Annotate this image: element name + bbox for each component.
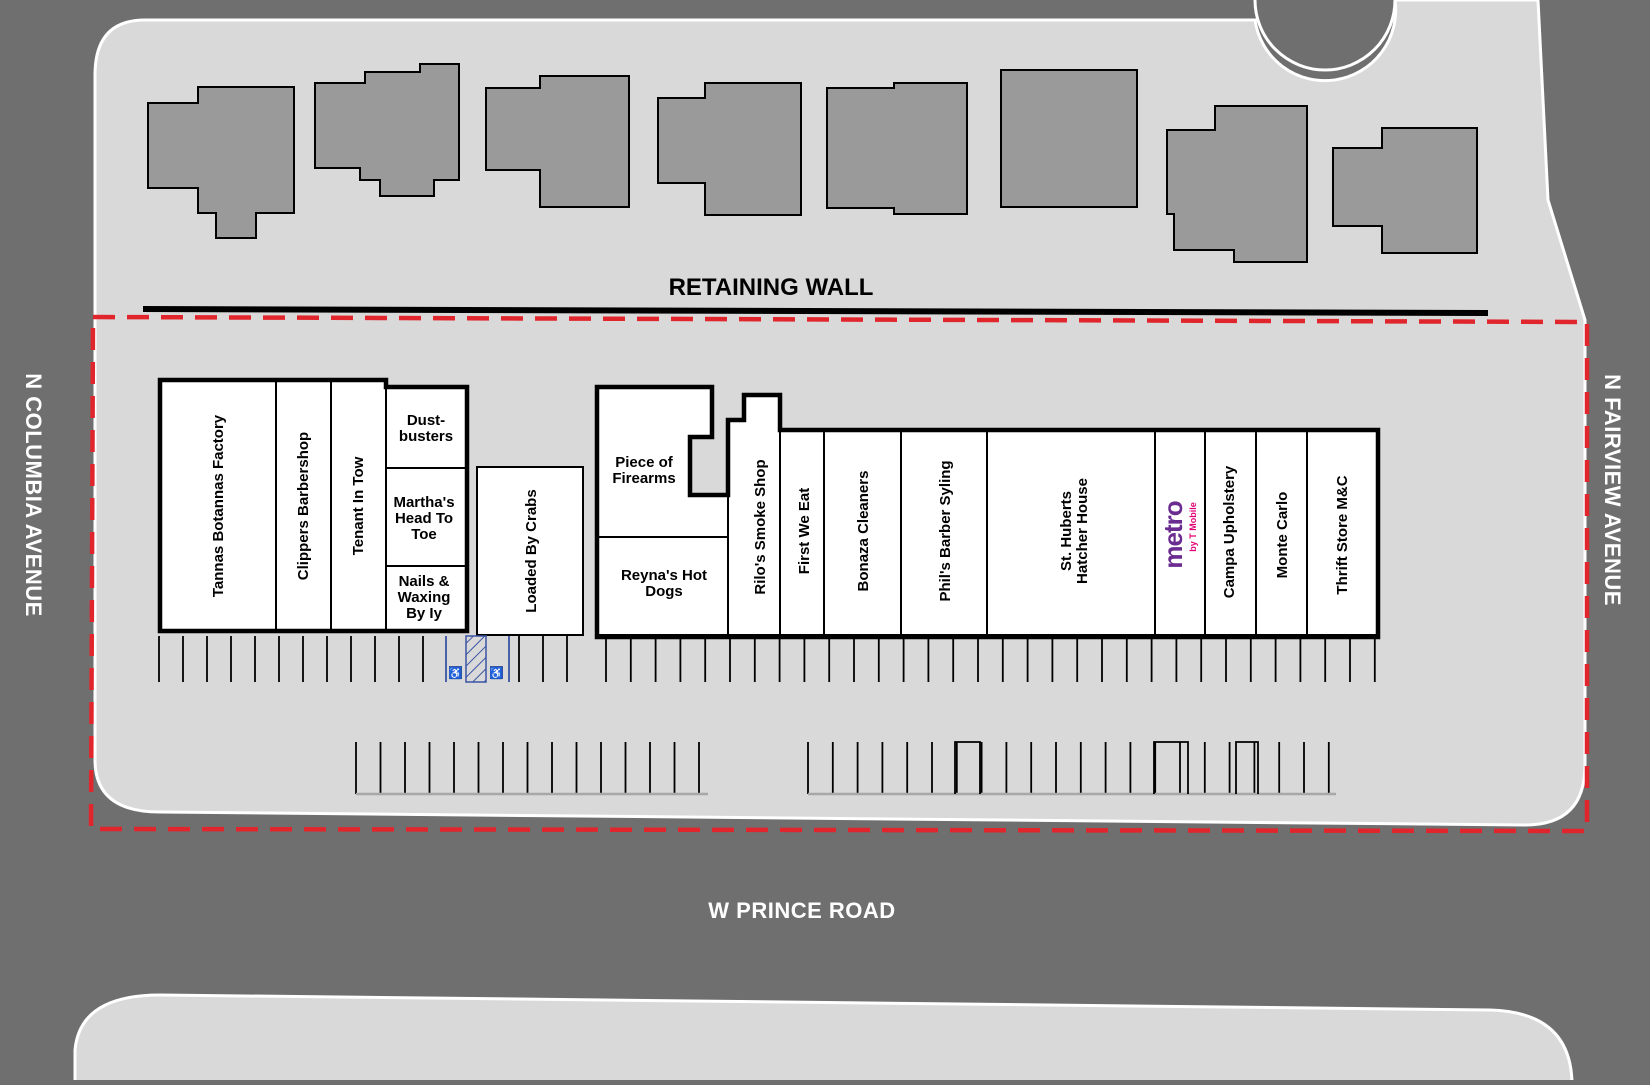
label-first-we-eat: First We Eat (796, 488, 813, 574)
accessible-parking: ♿ ♿ (445, 635, 510, 683)
label-phils: Phil's Barber Syling (937, 460, 954, 601)
unit-monte-carlo (1255, 429, 1308, 636)
label-dustbusters: Dust-busters (399, 412, 453, 445)
cul-de-sac (1253, 0, 1397, 72)
unit-bonaza (823, 429, 902, 636)
accessible-parking-icon (449, 666, 462, 679)
house-3 (485, 75, 630, 208)
svg-text:♿: ♿ (449, 667, 463, 680)
property-boundary (88, 314, 1590, 834)
label-campa: Campa Upholstery (1221, 465, 1238, 598)
unit-metro (1154, 429, 1206, 636)
label-thrift: Thrift Store M&C (1334, 475, 1351, 594)
accessible-aisle (465, 635, 487, 683)
unit-marthas (385, 467, 468, 567)
unit-tenant-in-tow (330, 379, 387, 632)
label-tenant-in-tow: Tenant In Tow (350, 456, 367, 555)
house-6 (1000, 69, 1138, 208)
label-loaded-by-crabs: Loaded By Crabs (523, 489, 540, 612)
house-8 (1332, 127, 1478, 254)
parking-stalls (158, 636, 1376, 796)
cart-corral (1235, 741, 1259, 794)
cart-corral (1153, 741, 1189, 794)
label-bonaza: Bonaza Cleaners (855, 471, 872, 592)
unit-thrift (1306, 429, 1379, 636)
label-rilos: Rilo's Smoke Shop (752, 459, 769, 594)
label-monte-carlo: Monte Carlo (1274, 492, 1291, 579)
metro-tmobile-logo: metro by T Mobile (1158, 501, 1198, 568)
label-tannas: Tannas Botannas Factory (210, 414, 227, 597)
house-5 (826, 82, 968, 215)
accessible-parking-icon (490, 666, 503, 679)
road-label-w-prince: W PRINCE ROAD (708, 898, 895, 923)
metro-logo-sub: by T Mobile (1188, 502, 1198, 552)
metro-logo-word: metro (1158, 501, 1188, 568)
road-label-n-columbia: N COLUMBIA AVENUE (21, 373, 46, 617)
unit-campa (1204, 429, 1257, 636)
label-clippers: Clippers Barbershop (295, 432, 312, 580)
unit-first-we-eat (779, 429, 825, 636)
tenant-labels: Tannas Botannas Factory Clippers Barbers… (210, 412, 1351, 622)
unit-loaded-by-crabs (476, 466, 584, 636)
unit-st-huberts (986, 429, 1156, 636)
house-1 (147, 86, 295, 239)
retaining-wall (142, 306, 1489, 316)
south-lot (73, 993, 1574, 1084)
building-east (594, 384, 1381, 640)
house-2 (314, 63, 460, 197)
road-label-n-fairview: N FAIRVIEW AVENUE (1600, 374, 1625, 606)
house-7 (1166, 105, 1308, 263)
house-4 (657, 82, 802, 216)
unit-reynas (596, 536, 729, 636)
label-st-huberts: St. HubertsHatcher House (1058, 478, 1091, 584)
retaining-wall-label: RETAINING WALL (669, 274, 874, 301)
svg-text:♿: ♿ (490, 667, 504, 680)
building-west (157, 377, 470, 634)
residential-houses (147, 63, 1478, 263)
cart-corral (954, 741, 981, 794)
